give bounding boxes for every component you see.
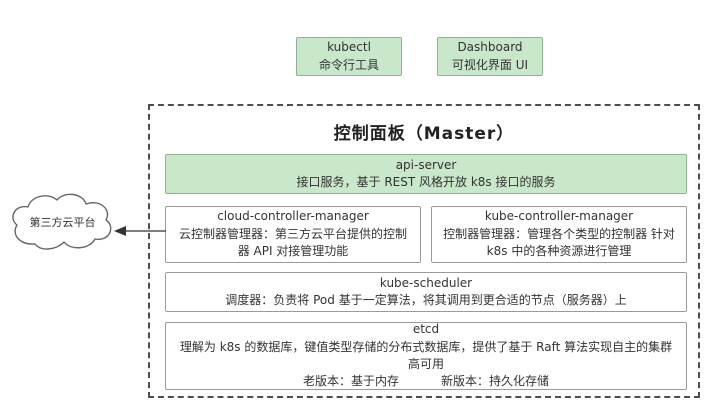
dashboard-subtitle: 可视化界面 UI [451, 57, 529, 72]
node-kube-scheduler: kube-scheduler 调度器：负责将 Pod 基于一定算法，将其调用到更… [165, 272, 687, 312]
api-server-desc: 接口服务，基于 REST 风格开放 k8s 接口的服务 [296, 175, 556, 189]
node-kubectl: kubectl 命令行工具 [296, 37, 402, 76]
etcd-title: etcd [412, 322, 440, 337]
kube-controller-manager-title: kube-controller-manager [484, 209, 634, 224]
node-etcd: etcd 理解为 k8s 的数据库，键值类型存储的分布式数据库，提供了基于 Ra… [165, 322, 687, 390]
etcd-desc: 理解为 k8s 的数据库，键值类型存储的分布式数据库，提供了基于 Raft 算法… [179, 339, 673, 371]
arrow-to-cloud [112, 222, 166, 240]
kube-controller-manager-desc: 控制器管理器：管理各个类型的控制器 针对 k8s 中的各种资源进行管理 [443, 226, 675, 259]
cloud-icon [12, 193, 112, 250]
kube-scheduler-title: kube-scheduler [379, 275, 473, 290]
kubectl-title: kubectl [327, 40, 371, 55]
etcd-new-version: 新版本：持久化存储 [441, 374, 550, 389]
arrow-left-icon [114, 226, 166, 236]
node-third-party-cloud: 第三方云平台 [5, 189, 120, 255]
node-api-server: api-server 接口服务，基于 REST 风格开放 k8s 接口的服务 [165, 154, 687, 194]
cloud-controller-manager-title: cloud-controller-manager [217, 209, 369, 224]
cloud-controller-manager-desc: 云控制器管理器：第三方云平台提供的控制器 API 对接管理功能 [178, 226, 407, 259]
dashboard-title: Dashboard [457, 40, 523, 55]
etcd-old-version: 老版本：基于内存 [302, 374, 399, 389]
node-dashboard: Dashboard 可视化界面 UI [437, 37, 543, 76]
etcd-versions: 老版本：基于内存 新版本：持久化存储 [303, 373, 549, 390]
node-kube-controller-manager: kube-controller-manager 控制器管理器：管理各个类型的控制… [431, 206, 687, 263]
master-panel: 控制面板（Master） api-server 接口服务，基于 REST 风格开… [148, 104, 700, 398]
master-panel-title: 控制面板（Master） [333, 124, 515, 144]
kubectl-subtitle: 命令行工具 [318, 57, 379, 72]
kube-scheduler-desc: 调度器：负责将 Pod 基于一定算法，将其调用到更合适的节点（服务器）上 [225, 293, 627, 307]
api-server-title: api-server [395, 157, 457, 172]
third-party-cloud-label: 第三方云平台 [29, 216, 96, 229]
node-cloud-controller-manager: cloud-controller-manager 云控制器管理器：第三方云平台提… [165, 206, 421, 263]
